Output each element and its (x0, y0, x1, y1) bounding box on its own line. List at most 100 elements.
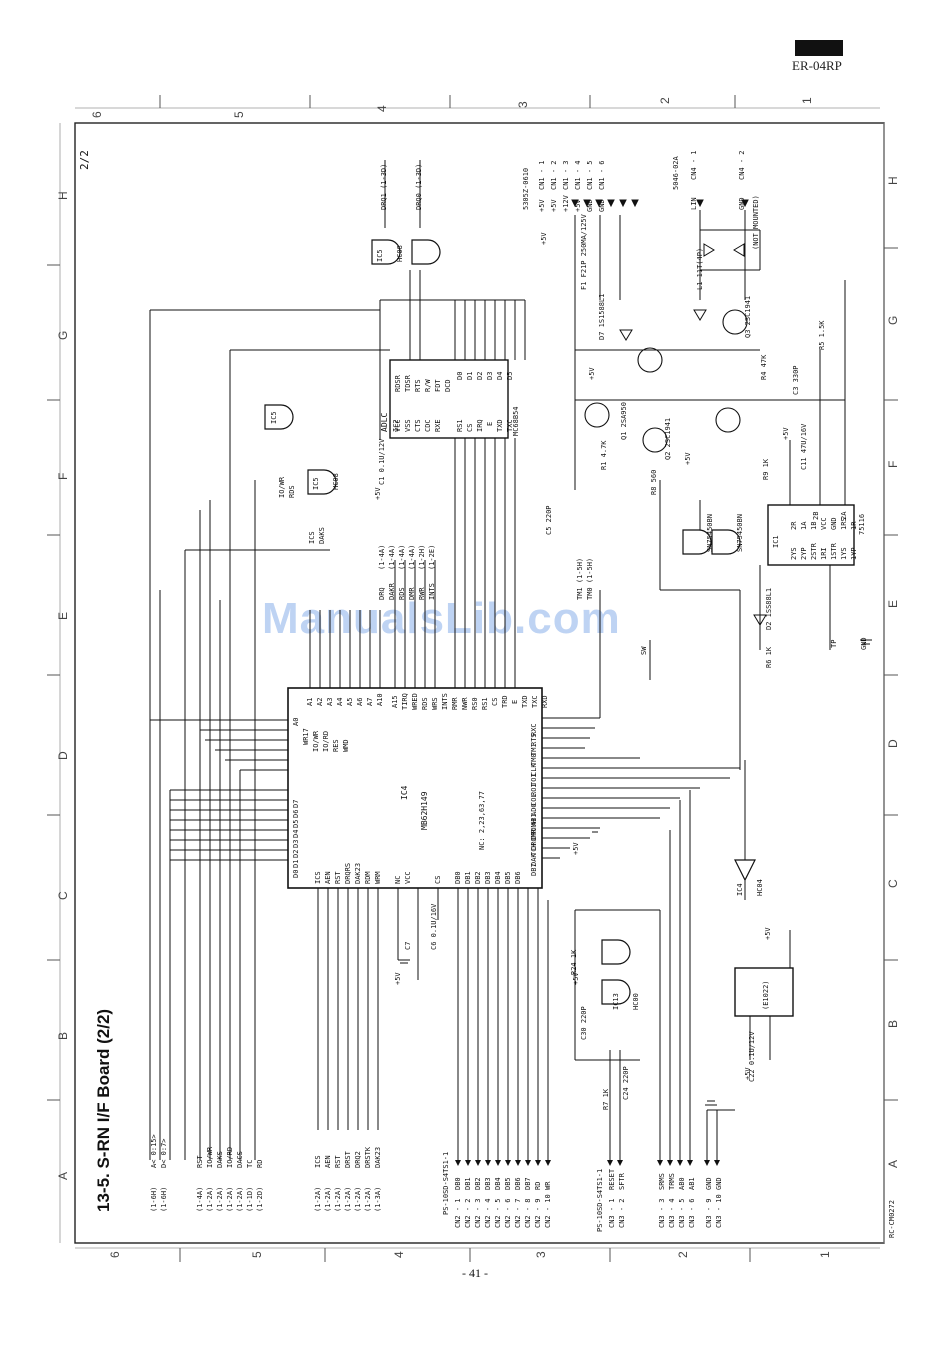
ic1-pin-vcc: VCC (820, 517, 828, 530)
ic5-gate-low (307, 469, 337, 495)
cn1-id1: CN1 - 1 (538, 160, 546, 190)
ic4-pin-nc: NC (394, 875, 402, 884)
grid-number-2-top: 2 (658, 97, 672, 104)
ic4-inverter-ref: IC4 (736, 883, 744, 896)
cn1-id4: CN1 - 4 (574, 160, 582, 190)
cn3-id6: CN3 - 6 (688, 1198, 696, 1228)
transistor-q3-label: Q3 2SC1941 (744, 295, 752, 338)
ic4-pin-a7: A7 (366, 697, 374, 706)
cn1-pin2: +5V (550, 199, 558, 212)
model-number: ER-04RP (792, 58, 842, 73)
power-5v-1: +5V (540, 232, 548, 245)
ic1-pin-2a: 2A (840, 511, 848, 520)
sig2-drstk-ref: (1-2A) (364, 1186, 372, 1212)
ic4-pin-tirq: TIRQ (401, 693, 409, 710)
ic4-pin-res: RES (332, 739, 340, 752)
diode-d7-label: D7 1S1588L1 (598, 293, 606, 340)
resistor-r8-label: R8 560 (650, 469, 658, 495)
cap-c30-label: C30 220P (580, 1006, 588, 1040)
ic4-pin-db5: DB5 (504, 871, 512, 884)
grid-letter-b-right: B (886, 1019, 900, 1028)
cn3-id2: CN3 - 2 (618, 1198, 626, 1228)
ic4-pin-db2: DB2 (474, 871, 482, 884)
cn3-id9: CN3 - 9 (705, 1198, 713, 1228)
sig2-aen: AEN (324, 1155, 332, 1168)
cn1-id3: CN1 - 3 (562, 160, 570, 190)
ic4-pin-io-wr: IO/WR (312, 730, 320, 752)
power-5v-10: +5V (572, 972, 580, 985)
net-daks: DAKS (318, 527, 326, 544)
ic4-pin-db4: DB4 (494, 871, 502, 884)
sig2-dak23-ref: (1-3A) (374, 1186, 382, 1212)
ic1-pin-2b: 2B (812, 511, 820, 520)
transistor-ic3a (637, 347, 663, 373)
power-5v-7: +5V (394, 972, 402, 985)
sig2-rst-ref: (1-2A) (334, 1186, 342, 1212)
ic4-pin-drqrs: DRQRS (344, 862, 352, 884)
grid-letter-h-right: H (886, 176, 900, 185)
diode-d2 (753, 614, 767, 626)
net-dakr-ref: (1-4A) (388, 544, 396, 570)
ic2-pin-d1: D1 (466, 371, 474, 380)
ic4-pin-db0: DB0 (454, 871, 462, 884)
ic4-pin-ints: INTS (441, 693, 449, 710)
ic3b-part: SN75450BN (736, 514, 744, 552)
cn3-pin-ab1: AB1 (688, 1177, 696, 1190)
net-tm1: TM1 (1-5H) (576, 557, 584, 600)
page-title: 13-5. S-RN I/F Board (2/2) (94, 1008, 113, 1212)
zener-zd1-a (703, 243, 715, 257)
ic2-pin-tdsr: TDSR (404, 375, 412, 392)
ic4-pin-db6: DB6 (514, 871, 522, 884)
grid-number-1-top: 1 (800, 97, 814, 104)
cn2-pin3: DB2 (474, 1177, 482, 1190)
diode-d6 (619, 329, 633, 341)
resistor-r4-label: R4 47K (760, 354, 768, 380)
ic2-pin-fdt: FDT (434, 379, 442, 392)
ic1-part: 75116 (858, 513, 866, 535)
sig2-rst: RST (334, 1155, 342, 1168)
cn1-pin4: +5V (574, 199, 582, 212)
net-drq: DRQ (378, 587, 386, 600)
transistor-ic3b (715, 407, 741, 433)
net-dakr: DAKR (388, 583, 396, 600)
ic2-pin-txd: TXD (496, 419, 504, 432)
transistor-q1 (584, 402, 610, 428)
resistor-r6-label: R6 1K (765, 646, 773, 668)
ic4-pin-cs-b: CS (434, 875, 442, 884)
sig-dacs: DACS (236, 1151, 244, 1168)
ic4-pin-wrm: WRM (374, 871, 382, 884)
ic4-pin-cs: CS (491, 697, 499, 706)
ic2-pin-vss: VSS (404, 419, 412, 432)
ic4-ref: IC4 (400, 785, 409, 800)
cn2-id7: CN2 - 7 (514, 1198, 522, 1228)
resistor-r9-label: R9 1K (762, 458, 770, 480)
ic2-pin-rs1: RS1 (456, 419, 464, 432)
sig2-drst-ref: (1-2A) (344, 1186, 352, 1212)
ic4-pin-dak23: DAK23 (354, 862, 362, 884)
ic2-body (389, 359, 509, 439)
sig2-dak23: DAK23 (374, 1146, 382, 1168)
cn4-note: (NOT MOUNTED) (752, 195, 760, 250)
resistor-r5-label: R5 1.5K (818, 320, 826, 350)
grid-letter-c-right: C (886, 879, 900, 888)
power-5v-9: +5V (744, 1067, 752, 1080)
net-drq-ref: (1-4A) (378, 544, 386, 570)
ic4-pin-a3: A3 (326, 697, 334, 706)
ic13-gate-1 (601, 939, 631, 965)
ic2-pin-rdsr: RDSR (394, 375, 402, 392)
grid-letter-d-left: D (56, 751, 70, 760)
cn2-part: PS-10SD-S4TS1-1 (442, 1151, 450, 1215)
grid-number-5-bottom: 5 (250, 1251, 264, 1258)
ic1-pin-2yp: 2YP (800, 547, 808, 560)
ic4-pin-a15: A15 (391, 695, 399, 708)
cn3-pin-gnd1: GND (705, 1177, 713, 1190)
ic1-pin-1r: 1R (850, 521, 858, 530)
grid-number-3-top: 3 (516, 101, 530, 108)
sig-io-rd: IO/RD (226, 1146, 234, 1168)
cn1-id6: CN1 - 6 (598, 160, 606, 190)
zener-zd1-b (733, 243, 745, 257)
net-tm0: TM0 (1-5H) (586, 557, 594, 600)
transistor-q1-label: Q1 2SA950 (620, 402, 628, 440)
cn4-pin1: LIN (690, 197, 698, 210)
